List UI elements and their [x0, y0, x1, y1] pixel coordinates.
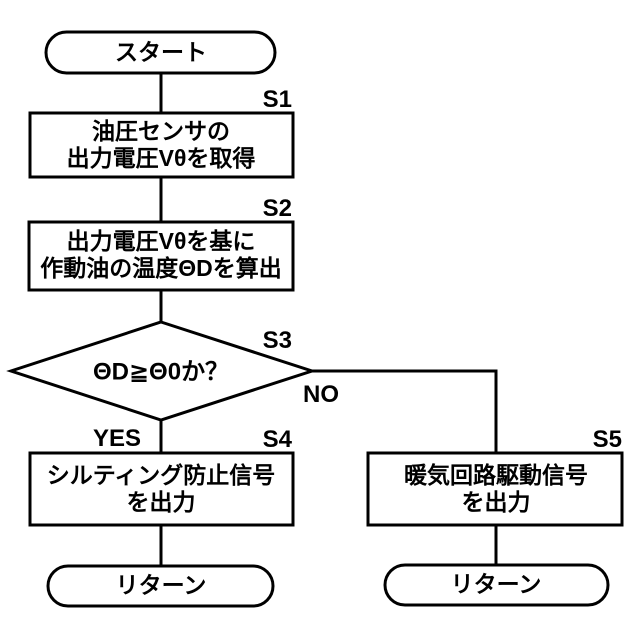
return-right-terminator-label: リターン — [451, 571, 542, 597]
node-s3[interactable]: S3 ΘD≧Θ0か？ YES NO — [6, 320, 339, 452]
s2-process-shape — [27, 220, 295, 292]
step-label-s2: S2 — [263, 195, 292, 222]
s5-text-line2: を出力 — [462, 489, 531, 515]
start-terminator-label: スタート — [115, 39, 207, 65]
node-s5[interactable]: S5 暖気回路駆動信号 を出力 — [366, 426, 624, 527]
s5-process-shape — [366, 451, 624, 527]
node-s2[interactable]: S2 出力電圧Vθを基に 作動油の温度ΘDを算出 — [27, 195, 295, 292]
s3-decision-shape — [6, 320, 317, 422]
s4-text-line1: シルティング防止信号 — [47, 462, 276, 488]
s4-text-line2: を出力 — [127, 489, 196, 515]
step-label-s4: S4 — [263, 426, 293, 453]
s4-process-shape — [28, 451, 295, 527]
node-s4[interactable]: S4 シルティング防止信号 を出力 — [28, 426, 295, 527]
node-start[interactable]: スタート — [44, 30, 277, 75]
s3-no-branch-label: NO — [303, 381, 339, 408]
return-right-terminator-shape — [383, 563, 610, 607]
start-terminator-shape — [44, 30, 277, 75]
s2-text-line2: 作動油の温度ΘDを算出 — [40, 255, 282, 281]
node-return-right[interactable]: リターン — [383, 563, 610, 607]
step-label-s1: S1 — [263, 86, 292, 113]
connector-group — [159, 71, 498, 568]
s1-text-line2: 出力電圧Vθを取得 — [67, 145, 256, 171]
node-return-left[interactable]: リターン — [46, 564, 275, 608]
step-label-s5: S5 — [593, 426, 622, 453]
s3-condition-text: ΘD≧Θ0か？ — [93, 358, 229, 385]
s2-text-line1: 出力電圧Vθを基に — [67, 228, 256, 254]
s3-yes-branch-label: YES — [93, 425, 141, 452]
connector-s3-no-to-s5 — [310, 369, 498, 455]
return-left-terminator-label: リターン — [116, 572, 207, 598]
node-s1[interactable]: S1 油圧センサの 出力電圧Vθを取得 — [28, 86, 295, 179]
return-left-terminator-shape — [46, 564, 275, 608]
s1-text-line1: 油圧センサの — [92, 118, 230, 144]
s5-text-line1: 暖気回路駆動信号 — [404, 462, 588, 488]
step-label-s3: S3 — [263, 327, 292, 354]
s1-process-shape — [28, 111, 295, 179]
